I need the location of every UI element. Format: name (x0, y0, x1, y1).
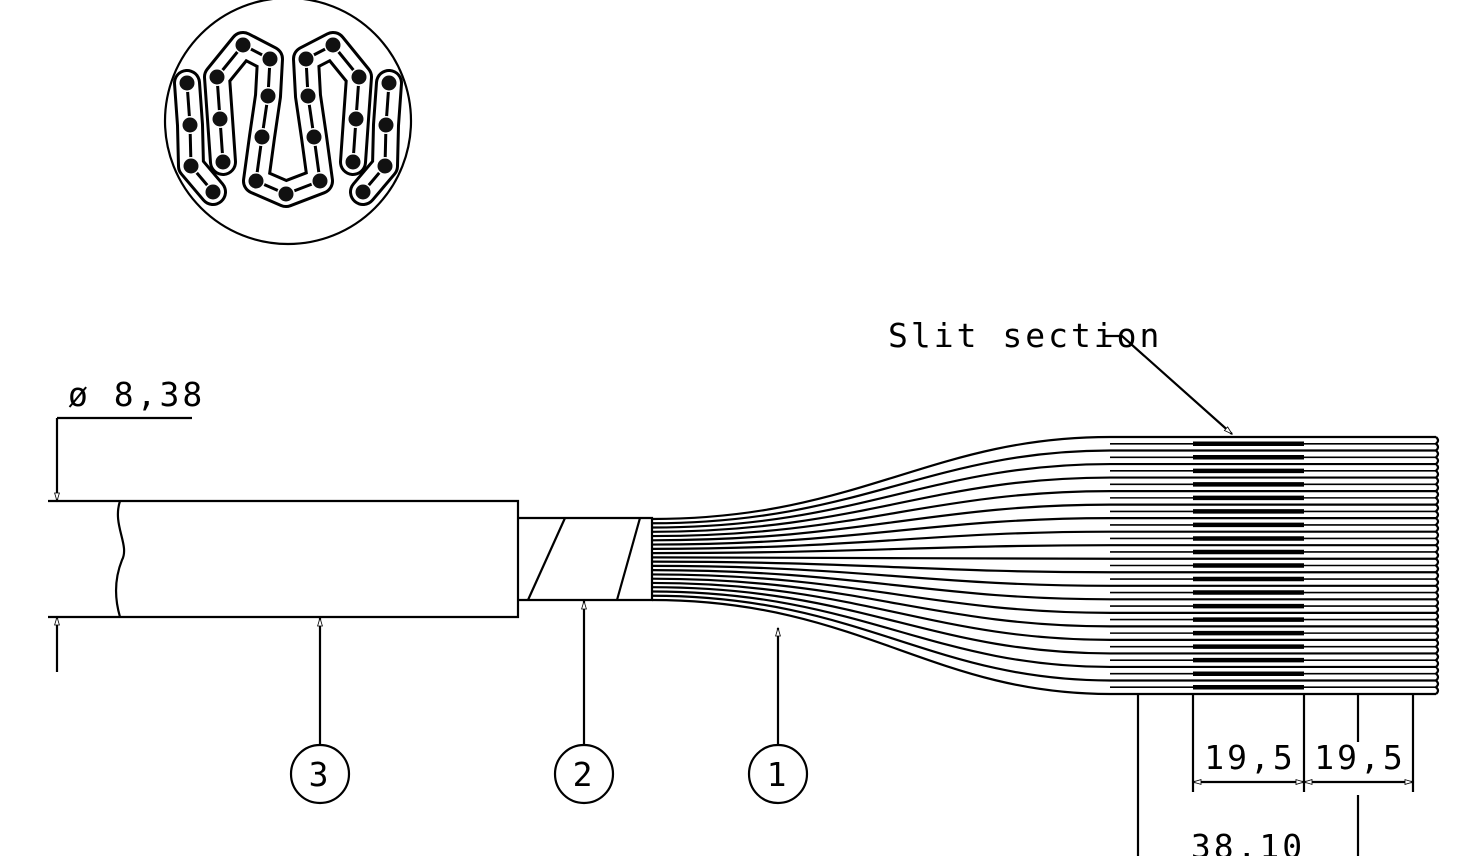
ribbon-width-label: 38,10 (1191, 827, 1305, 856)
ribbon-line (651, 560, 1436, 574)
balloon-2: 2 (553, 599, 615, 805)
ribbon-line (651, 503, 1436, 542)
cable-outline-circle (163, 0, 413, 246)
shield (518, 516, 654, 602)
ribbon-line (651, 556, 1436, 560)
ribbon-line (651, 517, 1436, 546)
ribbon-line (651, 564, 1436, 587)
ribbon-line (651, 462, 1436, 529)
ribbon-line (651, 569, 1436, 601)
balloon-3: 3 (289, 616, 351, 805)
break-line (115, 500, 126, 618)
ribbon-line (651, 586, 1436, 655)
outer-jacket (48, 499, 520, 619)
ribbon-line (651, 435, 1436, 521)
ribbon-line (651, 490, 1436, 538)
balloon-3-label: 3 (309, 755, 332, 794)
unslit-length-label: 19,5 (1314, 738, 1405, 777)
diameter-label: ø 8,38 (68, 375, 205, 414)
ribbon-line (651, 577, 1436, 628)
ribbon-line (651, 598, 1436, 696)
ribbon-line (651, 530, 1436, 550)
balloon-1: 1 (747, 626, 809, 805)
ribbon-cut-end (1434, 436, 1440, 695)
ribbon-line (651, 449, 1436, 525)
slit-section-callout: Slit section (888, 316, 1234, 435)
ribbon-line (651, 476, 1436, 533)
ribbon-line (651, 581, 1436, 641)
balloon-2-label: 2 (573, 755, 596, 794)
ribbon-line (651, 590, 1436, 669)
ribbon-line (651, 594, 1436, 682)
slit-length-label: 19,5 (1204, 738, 1295, 777)
ribbon-line (651, 573, 1436, 614)
length-dimensions: 19,5 19,5 38,10 (1136, 694, 1415, 856)
flat-ribbon-conductors (651, 435, 1436, 696)
balloon-1-label: 1 (767, 755, 790, 794)
ribbon-line (651, 544, 1436, 555)
cross-section-view (163, 0, 413, 246)
diameter-dimension: ø 8,38 (54, 375, 205, 672)
